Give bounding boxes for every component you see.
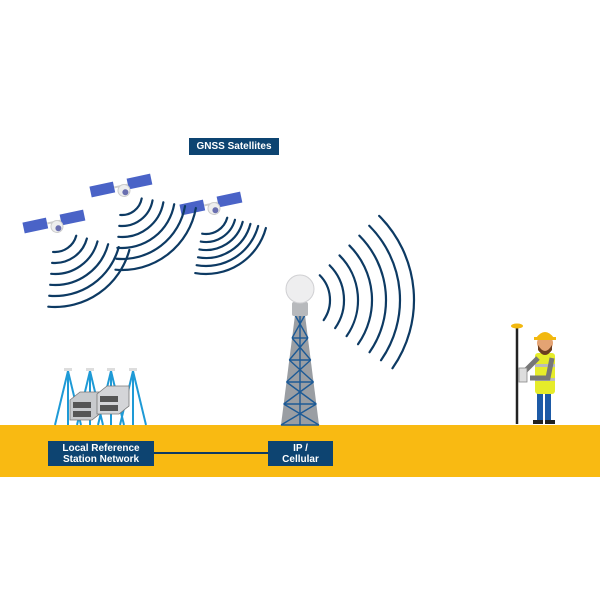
signal-wave bbox=[116, 203, 176, 250]
label-text: Cellular bbox=[282, 453, 319, 465]
signal-wave bbox=[318, 274, 332, 322]
satellite-icon bbox=[89, 173, 153, 198]
signal-wave bbox=[50, 240, 99, 276]
satellite-icon bbox=[179, 191, 243, 216]
signal-wave bbox=[119, 197, 143, 217]
ip-cellular-label: IP /Cellular bbox=[268, 441, 333, 466]
signal-wave bbox=[47, 248, 131, 309]
cell-tower bbox=[280, 274, 320, 426]
signal-wave bbox=[48, 245, 120, 298]
signal-wave bbox=[114, 206, 197, 272]
signal-wave bbox=[368, 224, 402, 362]
signal-wave bbox=[117, 201, 165, 239]
signal-wave bbox=[118, 199, 154, 228]
signal-wave bbox=[195, 224, 260, 268]
reference-receivers bbox=[69, 385, 130, 421]
label-text: Station Network bbox=[62, 453, 140, 465]
signal-wave bbox=[49, 243, 110, 287]
signal-wave bbox=[196, 222, 252, 260]
signal-wave bbox=[115, 205, 187, 261]
signal-wave bbox=[378, 214, 416, 370]
signal-wave bbox=[201, 216, 229, 236]
label-text: Local Reference bbox=[62, 442, 140, 454]
gnss-satellites-label: GNSS Satellites bbox=[189, 138, 279, 155]
signal-wave bbox=[194, 226, 267, 276]
satellite-icon bbox=[22, 209, 86, 234]
signal-wave bbox=[358, 234, 388, 354]
label-text: IP / bbox=[293, 442, 308, 454]
signal-wave bbox=[328, 264, 346, 330]
signal-wave bbox=[199, 218, 237, 244]
surveyor bbox=[511, 323, 556, 424]
signal-wave bbox=[198, 220, 244, 252]
antenna-dome-icon bbox=[285, 274, 315, 304]
signal-wave bbox=[51, 237, 88, 265]
label-text: GNSS Satellites bbox=[196, 141, 272, 152]
signal-wave bbox=[338, 254, 360, 338]
signal-wave bbox=[51, 234, 78, 254]
signal-wave bbox=[348, 244, 374, 346]
